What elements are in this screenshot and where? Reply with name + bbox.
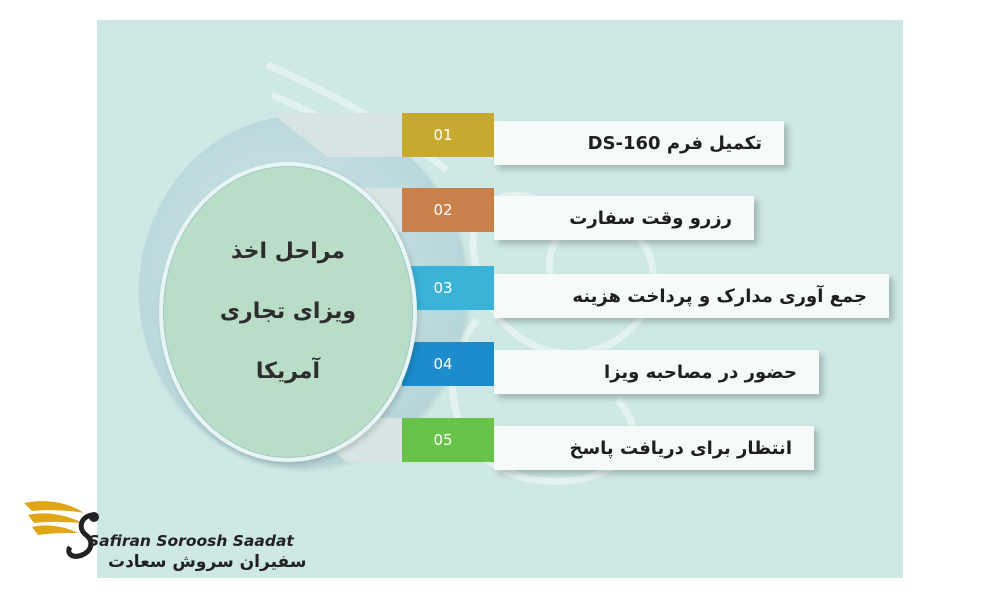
step-number: 01 (402, 113, 494, 157)
center-title-line1: مراحل اخذ (230, 239, 346, 264)
step-label-box: جمع آوری مدارک و پرداخت هزینه (494, 274, 889, 318)
step-label-box: رزرو وقت سفارت (494, 196, 754, 240)
step-number: 04 (402, 342, 494, 386)
step-label: رزرو وقت سفارت (569, 207, 732, 229)
step-label: جمع آوری مدارک و پرداخت هزینه (572, 285, 867, 307)
step-label: انتظار برای دریافت پاسخ (569, 437, 792, 459)
step-number: 05 (402, 418, 494, 462)
step-label-box: حضور در مصاحبه ویزا (494, 350, 819, 394)
logo-english-text: Safiran Soroosh Saadat (88, 532, 294, 550)
step-label-box: تکمیل فرم DS-160 (494, 121, 784, 165)
center-title-line3: آمریکا (255, 359, 321, 384)
center-circle: مراحل اخذ ویزای تجاری آمریکا (159, 162, 417, 462)
logo-persian-text: سفیران سروش سعادت (108, 552, 307, 572)
step-label: حضور در مصاحبه ویزا (604, 361, 797, 383)
step-number: 03 (402, 266, 494, 310)
logo-bird-icon (24, 501, 99, 559)
step-number: 02 (402, 188, 494, 232)
step-label: تکمیل فرم DS-160 (587, 132, 762, 154)
center-title-line2: ویزای تجاری (219, 299, 357, 324)
step-label-box: انتظار برای دریافت پاسخ (494, 426, 814, 470)
diagram-panel: 01 تکمیل فرم DS-160 02 رزرو وقت سفارت 03… (97, 20, 903, 578)
